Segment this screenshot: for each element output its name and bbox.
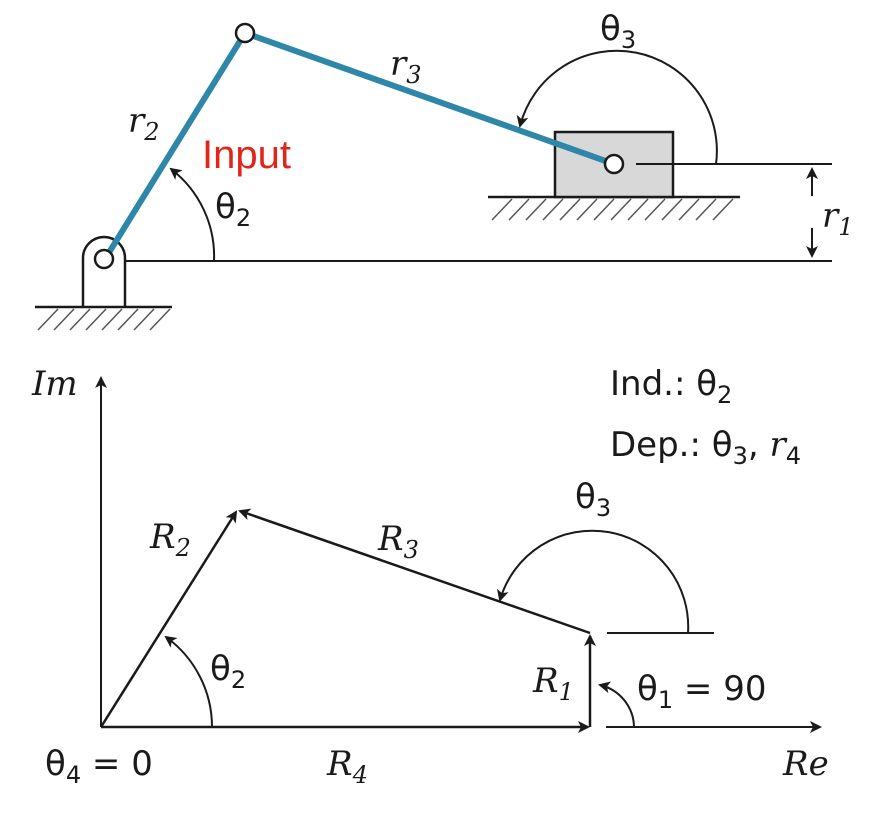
input-label: Input [202,133,291,177]
r2-label: r2 [128,101,160,146]
R2-label: R2 [149,517,191,562]
theta2-label-vector: θ2 [210,649,246,694]
joint-crank-coupler [234,22,256,44]
R3-label: R3 [377,519,419,564]
theta3-label-vector: θ3 [575,477,611,522]
re-axis-label: Re [782,744,829,784]
ground-hatch-left [37,308,171,331]
theta2-arc-vector [164,635,213,728]
r1-label: r1 [822,196,854,241]
R1-label: R1 [532,661,574,706]
dep-text: Dep.: θ3, r4 [610,425,801,470]
mechanism-sketch: r1 θ3 r3 r2 Input θ2 [35,9,854,331]
theta1-label: θ1 = 90 [637,669,766,714]
vector-R3 [238,508,591,635]
theta2-arc-mechanism [169,167,216,262]
theta3-arc-mechanism [516,49,718,165]
im-axis-label: Im [31,364,78,404]
theta3-arc-vector [497,529,690,634]
theta3-label-mechanism: θ3 [600,9,636,54]
r3-label: r3 [390,44,422,89]
vector-R2 [99,510,238,728]
theta1-arc [598,681,635,728]
pivot-bracket [81,235,127,307]
ind-text: Ind.: θ2 [610,364,732,409]
ground-slider-base [488,195,740,221]
R4-label: R4 [326,744,368,789]
theta2-label-mechanism: θ2 [215,187,251,232]
theta4-label: θ4 = 0 [45,744,153,789]
joint-slider [603,153,625,175]
link-r2 [102,30,248,262]
link-r3 [242,30,617,167]
vector-loop-diagram: Im Re Ind.: θ2 Dep.: θ3, r4 θ3 R3 R2 θ2 … [31,364,829,789]
ground-pivot-base [35,305,172,331]
joint-ground-pivot [93,248,115,270]
